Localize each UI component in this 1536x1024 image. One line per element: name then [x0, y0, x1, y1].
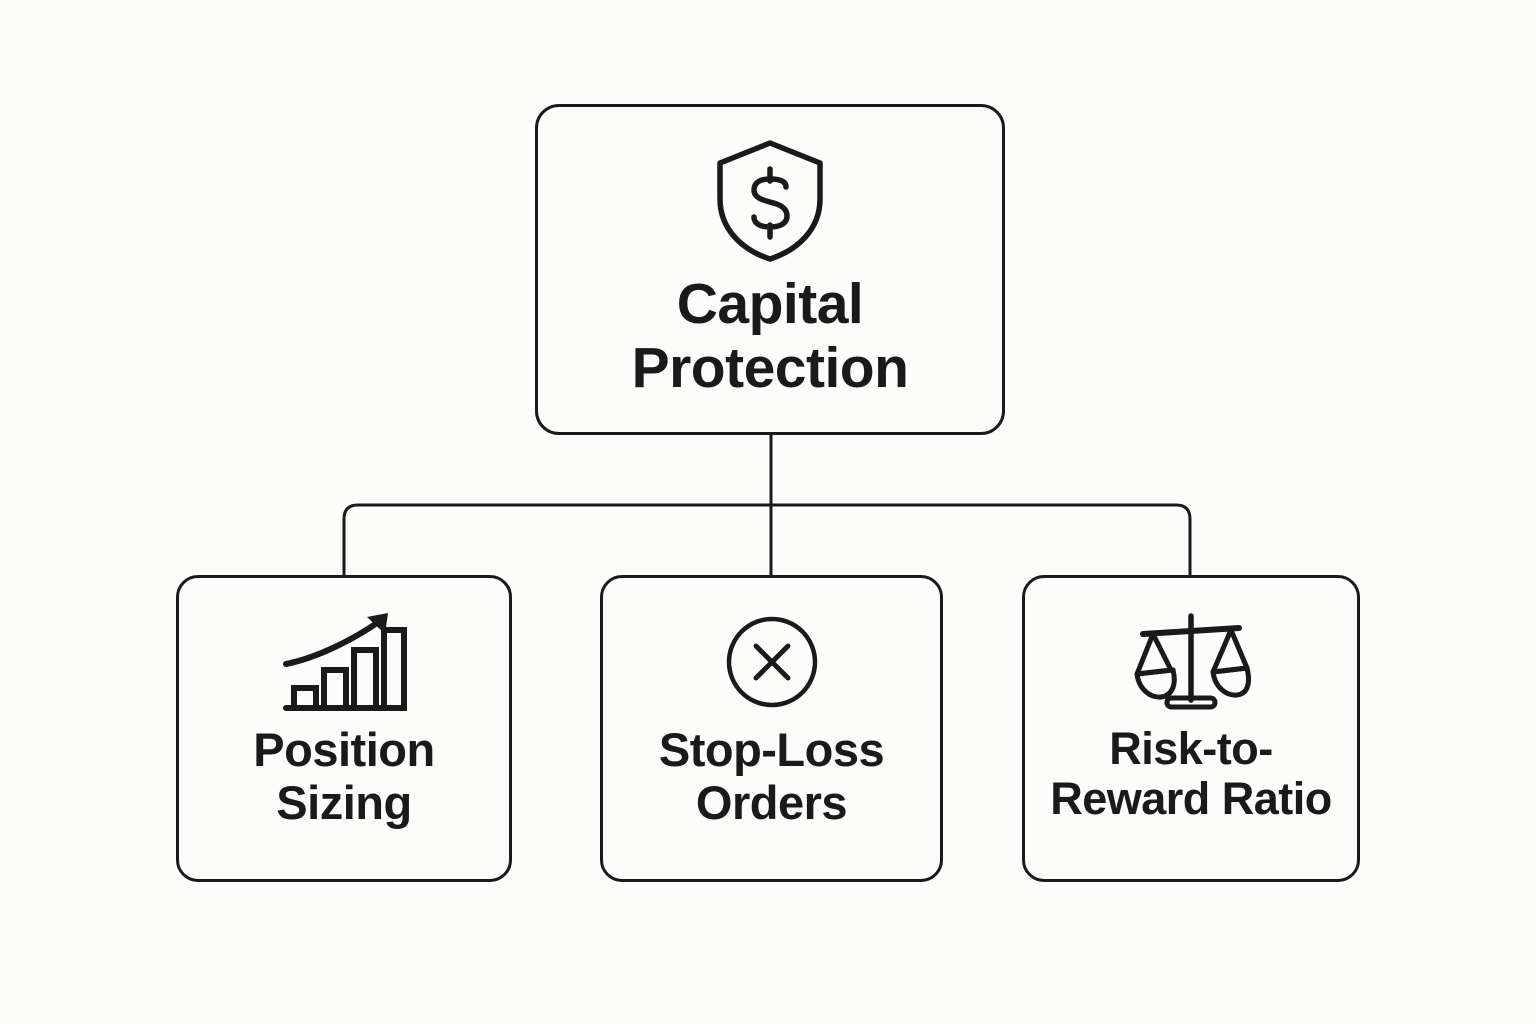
- shield-dollar-icon: [712, 137, 828, 265]
- node-label: Stop-Loss Orders: [658, 723, 885, 829]
- node-label: Capital Protection: [631, 272, 909, 400]
- balance-scales-icon: [1129, 606, 1253, 718]
- connector-bus: [342, 503, 1192, 575]
- node-capital-protection[interactable]: Capital Protection: [535, 104, 1005, 435]
- node-position-sizing[interactable]: Position Sizing: [176, 575, 512, 882]
- node-label: Risk-to- Reward Ratio: [1050, 723, 1332, 825]
- node-risk-to-reward-ratio[interactable]: Risk-to- Reward Ratio: [1022, 575, 1360, 882]
- circle-x-icon: [722, 606, 822, 718]
- node-stop-loss-orders[interactable]: Stop-Loss Orders: [600, 575, 943, 882]
- node-label: Position Sizing: [253, 723, 435, 829]
- bar-chart-growth-icon: [278, 606, 410, 718]
